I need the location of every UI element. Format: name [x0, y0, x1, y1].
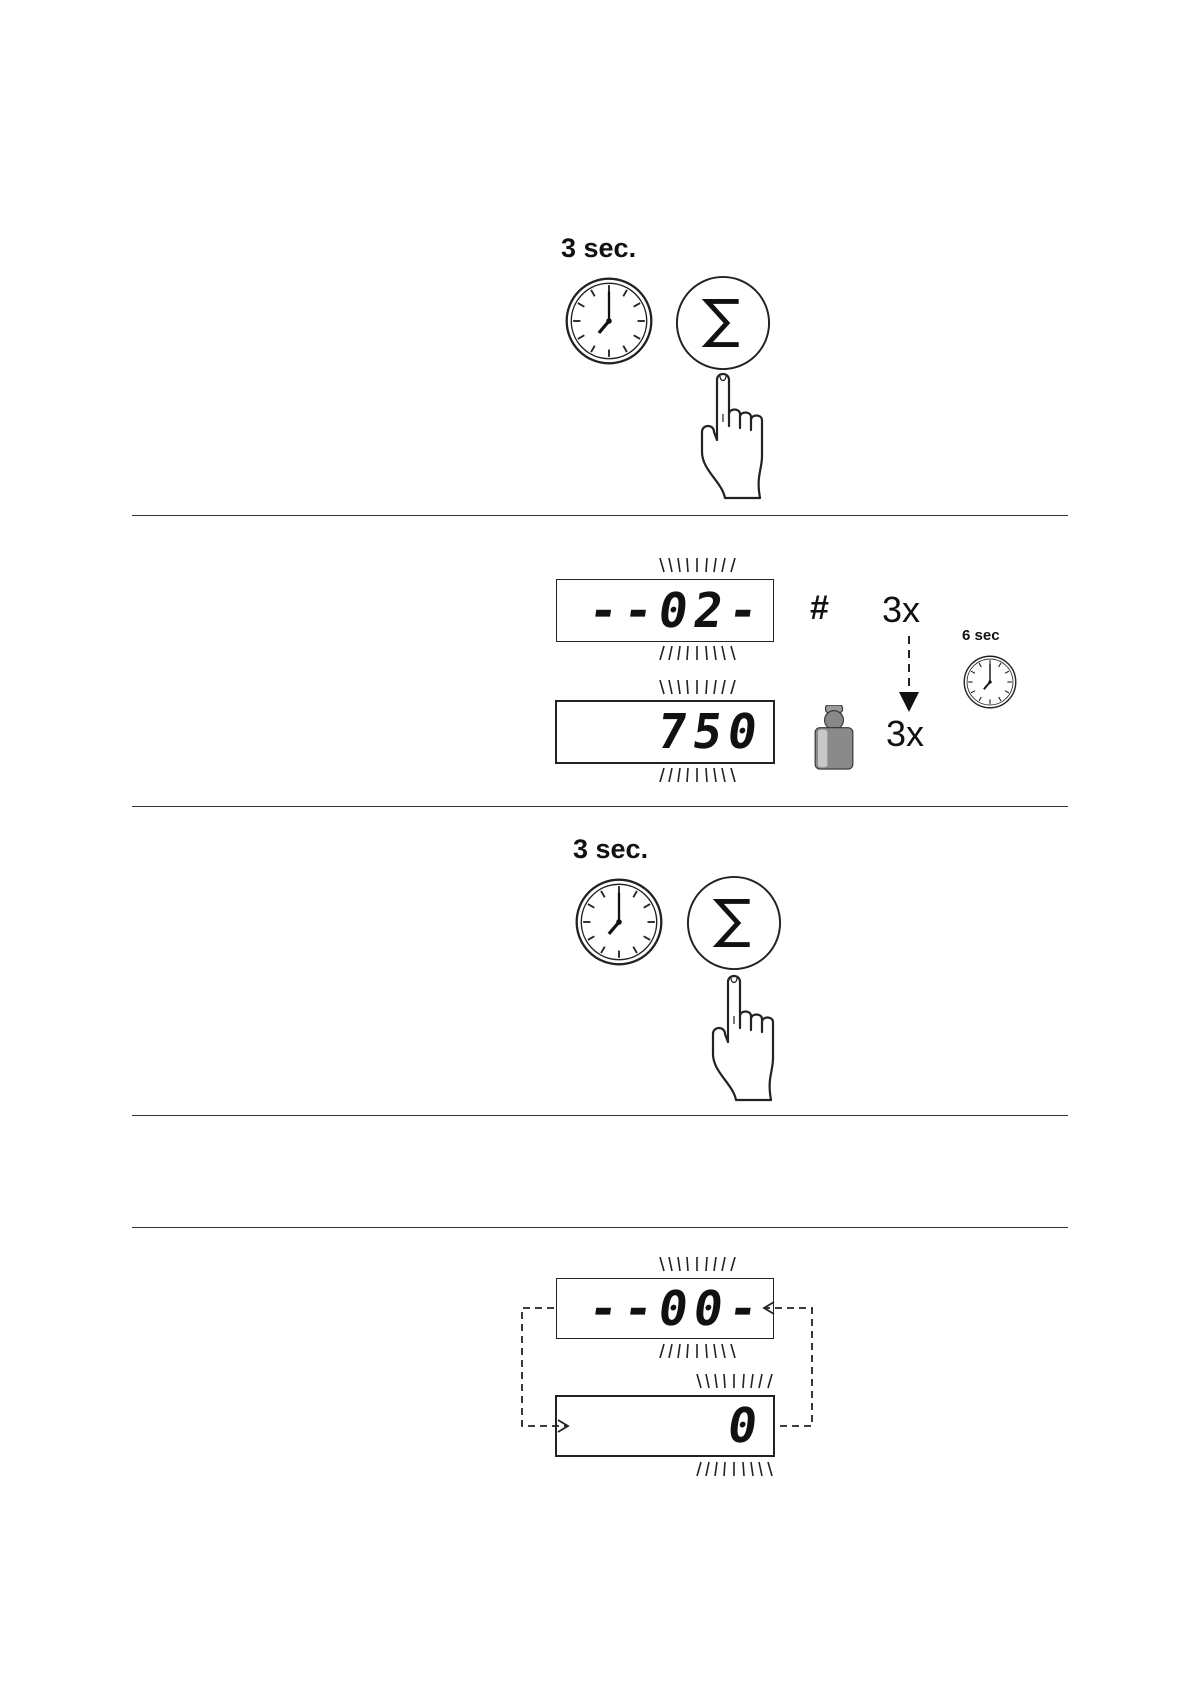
clock-icon: [563, 275, 655, 367]
section-divider: [132, 515, 1068, 516]
clock-icon: [962, 654, 1018, 710]
repeat-count-bottom: 3x: [886, 713, 924, 755]
flash-rays-icon: [692, 1460, 778, 1476]
flash-rays-icon: [655, 766, 741, 782]
repeat-count-top: 3x: [882, 589, 920, 631]
sigma-key-button[interactable]: [674, 274, 772, 372]
pointing-hand-icon: [700, 370, 790, 500]
section-divider: [132, 1115, 1068, 1116]
section-divider: [132, 806, 1068, 807]
duration-label: 3 sec.: [573, 834, 648, 865]
duration-label: 3 sec.: [561, 233, 636, 264]
flash-rays-icon: [655, 644, 741, 660]
dashed-arrow-icon: [895, 634, 923, 714]
lcd-display-value: 750: [655, 708, 766, 756]
timer-label: 6 sec: [962, 627, 1000, 644]
pointing-hand-icon: [711, 972, 801, 1102]
lcd-display-bottom: 750: [555, 700, 775, 764]
dashed-loop-arrows: [510, 1290, 820, 1450]
flash-rays-icon: [655, 558, 741, 574]
calibration-weight-icon: [810, 705, 858, 771]
clock-icon: [573, 876, 665, 968]
hash-symbol: #: [810, 589, 829, 628]
section-divider: [132, 1227, 1068, 1228]
flash-rays-icon: [655, 680, 741, 696]
flash-rays-icon: [655, 1257, 741, 1273]
lcd-display-top: --02-: [556, 579, 774, 642]
sigma-key-button[interactable]: [685, 874, 783, 972]
lcd-display-value: --02-: [585, 587, 766, 635]
